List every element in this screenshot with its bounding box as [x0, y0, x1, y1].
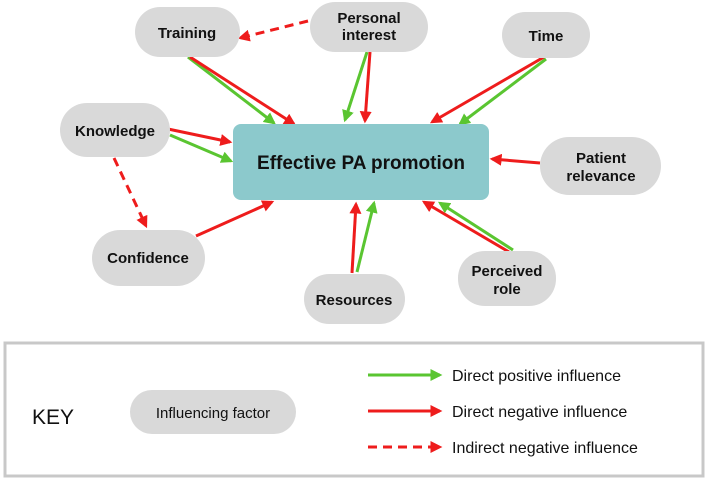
arrow-personal-interest-positive	[342, 51, 369, 123]
factor-perceived-role-line2: role	[493, 281, 521, 298]
factor-personal-interest: Personal interest	[310, 2, 428, 52]
factor-perceived-role-line1: Perceived	[472, 263, 543, 280]
factor-personal-interest-line2: interest	[342, 27, 396, 44]
arrow-time-positive	[458, 57, 547, 126]
key-factor-label: Influencing factor	[156, 405, 270, 422]
factor-patient-relevance-line2: relevance	[566, 168, 635, 185]
key-indirect-row: Indirect negative influence	[368, 440, 638, 457]
central-node: Effective PA promotion	[233, 124, 489, 200]
arrow-perceived-role-negative	[421, 200, 510, 254]
factor-training: Training	[135, 7, 240, 57]
factor-patient-relevance-line1: Patient	[576, 150, 626, 167]
arrow-personal-interest-negative	[359, 51, 372, 124]
arrow-confidence-negative	[195, 200, 275, 238]
connections	[112, 19, 547, 274]
arrow-knowledge-negative	[167, 127, 233, 146]
factor-resources: Resources	[304, 274, 405, 324]
factor-personal-interest-line1: Personal	[337, 10, 400, 27]
arrow-patient-relevance-negative	[489, 153, 541, 166]
key-negative-row: Direct negative influence	[368, 404, 627, 421]
factor-time: Time	[502, 12, 590, 58]
key-legend: KEY Influencing factor Direct positive i…	[3, 341, 705, 478]
key-positive-label: Direct positive influence	[452, 368, 621, 385]
key-title: KEY	[32, 406, 74, 429]
factor-knowledge: Knowledge	[60, 103, 170, 157]
central-node-label: Effective PA promotion	[257, 153, 465, 174]
arrow-personal-interest-to-training-indirect	[237, 19, 309, 42]
arrow-training-negative	[189, 55, 297, 126]
arrow-time-negative	[429, 55, 545, 124]
factor-patient-relevance: Patient relevance	[540, 137, 661, 195]
factor-training-label: Training	[158, 25, 216, 42]
arrow-knowledge-to-confidence-indirect	[112, 157, 148, 229]
factor-knowledge-label: Knowledge	[75, 123, 155, 140]
arrow-resources-positive	[355, 200, 378, 273]
factor-confidence-label: Confidence	[107, 250, 189, 267]
factor-perceived-role: Perceived role	[458, 251, 556, 306]
factor-time-label: Time	[529, 28, 564, 45]
key-negative-label: Direct negative influence	[452, 404, 627, 421]
arrow-perceived-role-positive	[437, 201, 514, 252]
key-positive-row: Direct positive influence	[368, 368, 621, 385]
factor-resources-label: Resources	[316, 292, 393, 309]
key-indirect-label: Indirect negative influence	[452, 440, 638, 457]
arrow-knowledge-positive	[169, 133, 234, 163]
key-factor-sample: Influencing factor	[130, 390, 296, 434]
arrow-training-positive	[187, 55, 276, 125]
factor-confidence: Confidence	[92, 230, 205, 286]
arrow-resources-negative	[349, 201, 362, 274]
